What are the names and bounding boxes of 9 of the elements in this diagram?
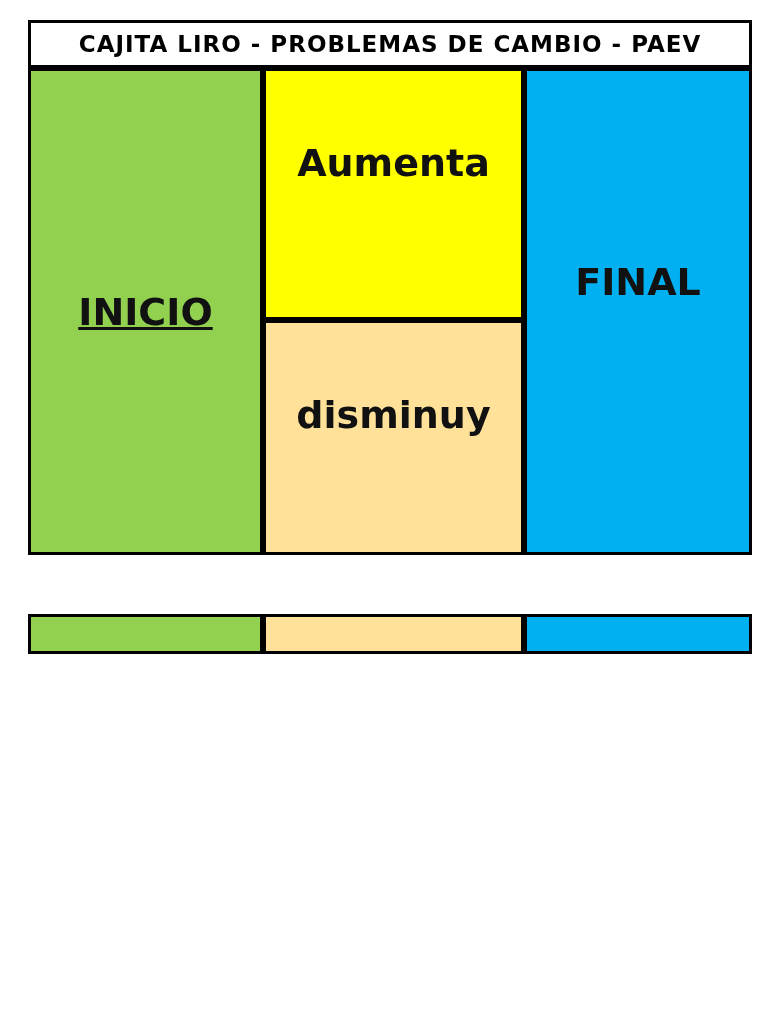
panel-label: FINAL [575,259,701,304]
label-panel [28,68,263,555]
panel-label: Aumenta [297,141,490,185]
panel-label: INICIO [78,289,213,334]
label-panel [263,320,524,555]
label-panel [263,68,524,320]
title: CAJITA LIRO - PROBLEMAS DE CAMBIO - PAEV [78,31,702,57]
panel-label: disminuy [296,393,491,437]
label-panel [524,68,752,555]
